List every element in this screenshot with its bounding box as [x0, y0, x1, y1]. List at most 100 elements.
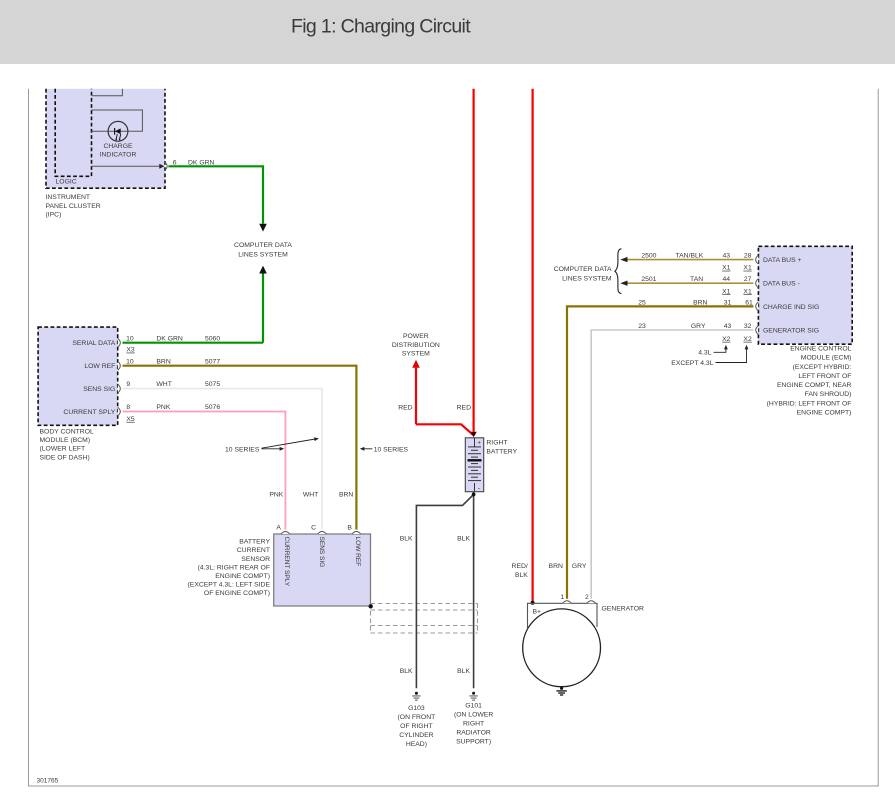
svg-text:TAN/BLK: TAN/BLK: [675, 253, 703, 260]
svg-text:28: 28: [744, 253, 752, 260]
svg-text:SERIAL DATA: SERIAL DATA: [72, 340, 115, 347]
svg-text:5075: 5075: [205, 381, 220, 388]
svg-text:LEFT FRONT OF: LEFT FRONT OF: [798, 373, 851, 380]
svg-text:(ON FRONT: (ON FRONT: [398, 714, 436, 721]
svg-text:301765: 301765: [37, 778, 59, 785]
svg-text:2: 2: [585, 594, 589, 601]
svg-text:31: 31: [724, 299, 732, 306]
svg-text:RED: RED: [398, 404, 412, 411]
svg-text:23: 23: [638, 323, 646, 330]
svg-text:(HYBRID: LEFT FRONT OF: (HYBRID: LEFT FRONT OF: [767, 400, 852, 407]
svg-text:8: 8: [126, 404, 130, 411]
svg-text:10 SERIES: 10 SERIES: [225, 446, 260, 453]
svg-text:+: +: [477, 439, 481, 446]
svg-text:-: -: [478, 486, 481, 493]
svg-text:LINES SYSTEM: LINES SYSTEM: [562, 276, 612, 283]
svg-text:WHT: WHT: [156, 381, 171, 388]
svg-text:G103: G103: [408, 705, 425, 712]
svg-text:HEAD): HEAD): [406, 741, 427, 748]
svg-text:CURRENT: CURRENT: [237, 547, 270, 554]
svg-text:RIGHT: RIGHT: [486, 439, 507, 446]
svg-text:43: 43: [724, 323, 732, 330]
svg-text:GRY: GRY: [572, 563, 587, 570]
svg-text:BLK: BLK: [457, 668, 470, 675]
svg-text:LOW REF: LOW REF: [354, 537, 361, 567]
svg-text:RED/: RED/: [512, 563, 528, 570]
svg-text:SENSOR: SENSOR: [241, 556, 270, 563]
svg-text:2501: 2501: [641, 276, 656, 283]
svg-text:5060: 5060: [205, 335, 220, 342]
svg-text:5077: 5077: [205, 358, 220, 365]
svg-text:(EXCEPT HYBRID:: (EXCEPT HYBRID:: [793, 364, 852, 371]
svg-text:BRN: BRN: [339, 492, 353, 499]
svg-text:(EXCEPT 4.3L: LEFT SIDE: (EXCEPT 4.3L: LEFT SIDE: [188, 582, 271, 589]
svg-text:BLK: BLK: [400, 535, 413, 542]
svg-text:C: C: [311, 525, 316, 532]
svg-text:10: 10: [126, 335, 134, 342]
svg-text:INDICATOR: INDICATOR: [100, 151, 137, 158]
svg-text:RADIATOR: RADIATOR: [456, 730, 491, 737]
svg-text:X2: X2: [743, 336, 752, 343]
svg-text:5076: 5076: [205, 404, 220, 411]
svg-text:4.3L: 4.3L: [698, 350, 711, 357]
svg-text:CURRENT SPLY: CURRENT SPLY: [283, 537, 290, 587]
svg-text:2500: 2500: [641, 253, 656, 260]
svg-text:44: 44: [723, 276, 731, 283]
svg-text:27: 27: [744, 276, 752, 283]
svg-text:(LOWER LEFT: (LOWER LEFT: [40, 446, 86, 453]
svg-text:EXCEPT 4.3L: EXCEPT 4.3L: [671, 360, 713, 367]
svg-text:OF ENGINE COMPT): OF ENGINE COMPT): [204, 590, 270, 597]
svg-text:BATTERY: BATTERY: [239, 539, 270, 546]
svg-text:WHT: WHT: [303, 492, 318, 499]
svg-text:PANEL CLUSTER: PANEL CLUSTER: [46, 203, 101, 210]
svg-text:X1: X1: [722, 265, 731, 272]
svg-text:X5: X5: [126, 416, 135, 423]
svg-text:BRN: BRN: [156, 358, 170, 365]
svg-text:LOGIC: LOGIC: [56, 179, 77, 186]
svg-text:GENERATOR SIG: GENERATOR SIG: [763, 327, 819, 334]
svg-text:MODULE (BCM): MODULE (BCM): [40, 437, 91, 444]
svg-text:BLK: BLK: [515, 572, 528, 579]
svg-text:43: 43: [723, 253, 731, 260]
svg-text:BODY CONTROL: BODY CONTROL: [40, 429, 94, 436]
svg-text:BRN: BRN: [693, 299, 707, 306]
svg-text:GENERATOR: GENERATOR: [602, 605, 645, 612]
svg-text:ENGINE COMPT): ENGINE COMPT): [215, 573, 270, 580]
svg-text:OF RIGHT: OF RIGHT: [400, 723, 432, 730]
svg-text:INSTRUMENT: INSTRUMENT: [46, 194, 91, 201]
svg-text:COMPUTER DATA: COMPUTER DATA: [554, 266, 612, 273]
svg-text:BLK: BLK: [400, 668, 413, 675]
svg-text:B: B: [347, 525, 352, 532]
svg-text:25: 25: [638, 299, 646, 306]
svg-text:SIDE OF DASH): SIDE OF DASH): [40, 454, 90, 461]
svg-text:PNK: PNK: [156, 404, 170, 411]
svg-text:CHARGE: CHARGE: [103, 143, 133, 150]
svg-text:BLK: BLK: [457, 535, 470, 542]
svg-text:RIGHT: RIGHT: [463, 721, 484, 728]
svg-text:LINES SYSTEM: LINES SYSTEM: [238, 252, 288, 259]
svg-text:CHARGE IND SIG: CHARGE IND SIG: [763, 304, 819, 311]
svg-text:GRY: GRY: [691, 323, 706, 330]
svg-text:(ON LOWER: (ON LOWER: [454, 711, 493, 718]
svg-text:SUPPORT): SUPPORT): [456, 739, 491, 746]
svg-text:X3: X3: [126, 347, 135, 354]
svg-text:B+: B+: [533, 609, 542, 616]
svg-text:Fig 1: Charging Circuit: Fig 1: Charging Circuit: [291, 16, 471, 38]
svg-text:SENS SIG: SENS SIG: [83, 386, 115, 393]
svg-text:X2: X2: [722, 336, 731, 343]
svg-text:DK GRN: DK GRN: [156, 335, 183, 342]
svg-text:10: 10: [126, 358, 134, 365]
svg-text:ENGINE COMPT, NEAR: ENGINE COMPT, NEAR: [777, 382, 851, 389]
svg-text:61: 61: [745, 299, 753, 306]
svg-text:POWER: POWER: [403, 333, 429, 340]
svg-text:(4.3L: RIGHT REAR OF: (4.3L: RIGHT REAR OF: [198, 564, 270, 571]
svg-text:DISTRIBUTION: DISTRIBUTION: [392, 342, 440, 349]
svg-text:9: 9: [126, 381, 130, 388]
svg-text:10 SERIES: 10 SERIES: [374, 446, 409, 453]
svg-text:DATA BUS -: DATA BUS -: [763, 281, 800, 288]
svg-text:ENGINE CONTROL: ENGINE CONTROL: [790, 346, 851, 353]
svg-text:SYSTEM: SYSTEM: [402, 351, 430, 358]
svg-text:X1: X1: [722, 288, 731, 295]
svg-text:LOW REF: LOW REF: [84, 363, 115, 370]
svg-text:A: A: [276, 525, 281, 532]
